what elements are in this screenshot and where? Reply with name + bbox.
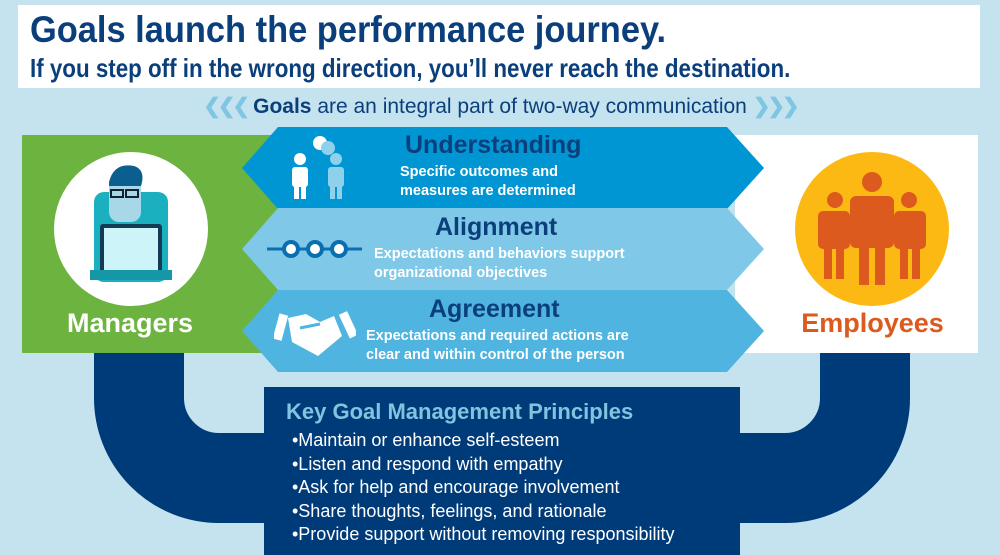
- two-people-talking-icon: [292, 136, 344, 199]
- page-subtitle: If you step off in the wrong direction, …: [30, 53, 791, 83]
- list-item: •Maintain or enhance self-esteem: [292, 430, 560, 450]
- chevrons-right-icon: ❯❯❯: [752, 95, 800, 118]
- page-title: Goals launch the performance journey.: [30, 9, 667, 50]
- list-item: •Listen and respond with empathy: [292, 453, 563, 474]
- list-item: •Share thoughts, feelings, and rationale: [292, 500, 607, 521]
- key-principles-box: Key Goal Management Principles •Maintain…: [264, 387, 740, 555]
- key-principles-list: •Maintain or enhance self-esteem •Listen…: [292, 429, 674, 547]
- key-principles-title: Key Goal Management Principles: [286, 399, 634, 424]
- band-text-line: organizational objectives: [374, 265, 548, 281]
- tagline-bold: Goals: [253, 95, 312, 118]
- aligned-circles-icon: [267, 240, 362, 258]
- employees-label: Employees: [801, 308, 944, 338]
- list-item: •Ask for help and encourage involvement: [292, 477, 620, 497]
- title-box: Goals launch the performance journey. If…: [18, 5, 980, 88]
- chevrons-left-icon: ❮❮❮: [203, 95, 250, 118]
- list-item: •Provide support without removing respon…: [292, 524, 675, 544]
- band-alignment: Alignment Expectations and behaviors sup…: [242, 208, 764, 290]
- band-title: Agreement: [429, 295, 560, 323]
- managers-label: Managers: [66, 308, 194, 338]
- band-agreement: Agreement Expectations and required acti…: [242, 290, 764, 372]
- group-of-people-icon: [795, 152, 949, 306]
- tagline-text: are an integral part of two-way communic…: [311, 95, 747, 118]
- band-text-line: Specific outcomes and: [400, 164, 558, 180]
- band-text-line: Expectations and behaviors support: [374, 246, 625, 262]
- handshake-icon: [274, 311, 356, 356]
- band-understanding: Understanding Specific outcomes and meas…: [242, 127, 764, 209]
- band-text-line: clear and within control of the person: [366, 347, 625, 363]
- tagline: ❮❮❮Goals are an integral part of two-way…: [0, 94, 1000, 119]
- band-title: Alignment: [435, 213, 558, 241]
- band-text-line: measures are determined: [400, 183, 576, 199]
- band-text-line: Expectations and required actions are: [366, 328, 629, 344]
- manager-at-laptop-icon: [54, 152, 208, 306]
- band-title: Understanding: [405, 131, 582, 159]
